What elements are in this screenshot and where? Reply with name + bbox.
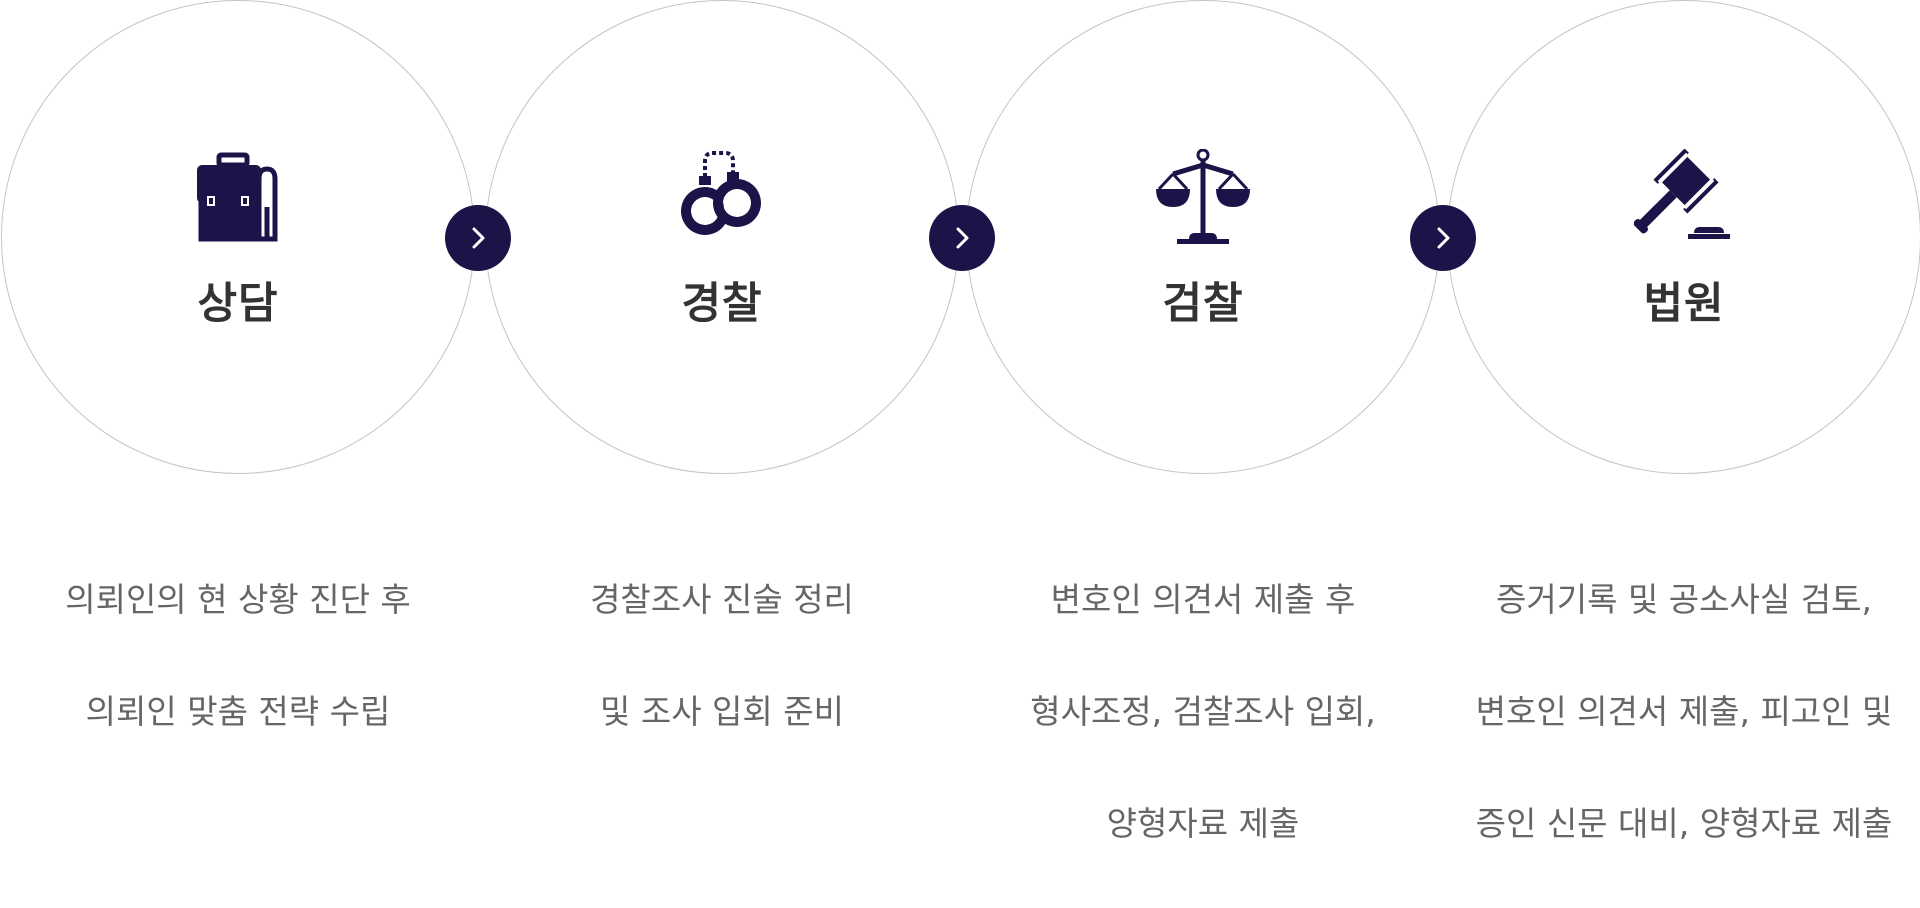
step-description-prosecution: 변호인 의견서 제출 후 형사조정, 검찰조사 입회, 양형자료 제출	[983, 516, 1423, 908]
step-title-consultation: 상담	[197, 279, 279, 329]
step-title-prosecution: 검찰	[1162, 279, 1244, 329]
briefcase-icon	[189, 149, 289, 249]
description-line: 양형자료 제출	[1106, 804, 1300, 843]
description-line: 경찰조사 진술 정리	[590, 580, 854, 619]
next-step-arrow-3[interactable]	[1410, 205, 1476, 271]
step-description-consultation: 의뢰인의 현 상황 진단 후 의뢰인 맞춤 전략 수립	[18, 516, 458, 796]
description-line: 증인 신문 대비, 양형자료 제출	[1475, 804, 1893, 843]
description-line: 증거기록 및 공소사실 검토,	[1496, 580, 1872, 619]
description-line: 의뢰인의 현 상황 진단 후	[65, 580, 411, 619]
chevron-right-icon	[949, 225, 975, 251]
description-line: 의뢰인 맞춤 전략 수립	[85, 692, 391, 731]
chevron-right-icon	[1430, 225, 1456, 251]
description-line: 변호인 의견서 제출 후	[1050, 580, 1356, 619]
step-title-police: 경찰	[681, 279, 763, 329]
step-description-police: 경찰조사 진술 정리 및 조사 입회 준비	[502, 516, 942, 796]
handcuffs-icon	[673, 149, 773, 249]
step-description-court: 증거기록 및 공소사실 검토, 변호인 의견서 제출, 피고인 및 증인 신문 …	[1461, 516, 1907, 908]
gavel-icon	[1634, 149, 1734, 249]
description-line: 및 조사 입회 준비	[600, 692, 844, 731]
step-title-court: 법원	[1643, 279, 1725, 329]
chevron-right-icon	[465, 225, 491, 251]
description-line: 형사조정, 검찰조사 입회,	[1030, 692, 1376, 731]
next-step-arrow-1[interactable]	[445, 205, 511, 271]
next-step-arrow-2[interactable]	[929, 205, 995, 271]
description-line: 변호인 의견서 제출, 피고인 및	[1475, 692, 1893, 731]
scales-icon	[1153, 149, 1253, 249]
